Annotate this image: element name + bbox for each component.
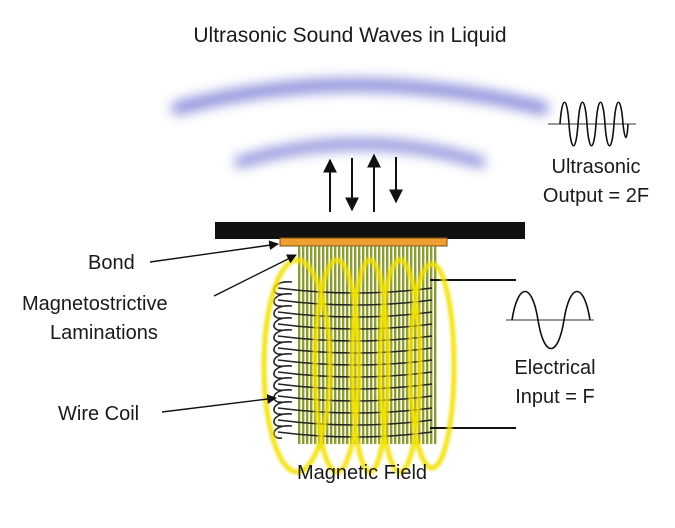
lamination-strip xyxy=(430,246,433,444)
field-loop xyxy=(407,261,457,471)
field-loop xyxy=(377,257,423,475)
lamination-strip xyxy=(346,246,349,444)
vibration-arrows xyxy=(323,153,403,212)
coil-turn xyxy=(273,425,293,439)
lamination-strip xyxy=(366,246,369,444)
lamination-strip xyxy=(426,246,429,444)
coil-turn xyxy=(273,305,293,319)
sound-wave-outer xyxy=(171,78,549,115)
lamination-strip xyxy=(302,246,305,444)
diagram-title: Ultrasonic Sound Waves in Liquid xyxy=(193,24,506,47)
lamination-strip xyxy=(298,246,301,444)
lamination-strip xyxy=(406,246,409,444)
magnetic-field-label: Magnetic Field xyxy=(297,462,427,484)
input-label-line2: Input = F xyxy=(515,386,595,408)
lamination-strip xyxy=(310,246,313,444)
coil-turn xyxy=(277,359,433,366)
bond-label: Bond xyxy=(88,252,135,274)
coil-turn xyxy=(273,353,293,367)
lamination-strip xyxy=(334,246,337,444)
lamination-strip xyxy=(354,246,357,444)
laminations-pointer xyxy=(213,254,297,297)
coil-turn xyxy=(277,347,433,354)
coil-turn xyxy=(273,293,293,307)
laminations-label-line1: Magnetostrictive xyxy=(22,293,168,315)
coil-turn xyxy=(273,329,293,343)
lamination-strip xyxy=(342,246,345,444)
coil-turn xyxy=(277,371,433,378)
wire-coil-label: Wire Coil xyxy=(58,403,139,425)
coil-turn xyxy=(273,413,293,427)
lamination-strip xyxy=(370,246,373,444)
input-label-line1: Electrical xyxy=(514,357,595,379)
field-loop xyxy=(261,257,333,475)
lamination-strip xyxy=(402,246,405,444)
lamination-strip xyxy=(306,246,309,444)
radiating-plate xyxy=(215,222,525,239)
coil-turn xyxy=(273,377,293,391)
lamination-strip xyxy=(338,246,341,444)
output-waveform-icon xyxy=(548,101,636,147)
coil-turn xyxy=(273,341,293,355)
lamination-strip xyxy=(374,246,377,444)
lamination-strip xyxy=(318,246,321,444)
field-loop xyxy=(349,257,391,475)
coil-turn xyxy=(273,317,293,331)
coil-turn xyxy=(277,335,433,342)
coil-turn xyxy=(273,401,293,415)
output-label-line2: Output = 2F xyxy=(543,185,649,207)
field-loop xyxy=(312,257,362,475)
lamination-strip xyxy=(414,246,417,444)
lamination-strip xyxy=(390,246,393,444)
lamination-strip xyxy=(422,246,425,444)
lamination-strip xyxy=(382,246,385,444)
lamination-strip xyxy=(394,246,397,444)
coil-turn xyxy=(273,365,293,379)
bond-pointer xyxy=(149,240,279,263)
input-waveform-icon xyxy=(506,290,594,350)
magnetic-field xyxy=(261,257,457,475)
output-label-line1: Ultrasonic xyxy=(552,156,641,178)
lamination-strip xyxy=(398,246,401,444)
coil-turn xyxy=(277,383,433,390)
lamination-strip xyxy=(434,246,437,444)
lamination-strip xyxy=(362,246,365,444)
bond-layer xyxy=(279,237,448,247)
lamination-strip xyxy=(322,246,325,444)
sound-wave-inner xyxy=(234,138,486,168)
wire-coil-pointer xyxy=(161,394,277,413)
laminations-label-line2: Laminations xyxy=(50,322,158,344)
